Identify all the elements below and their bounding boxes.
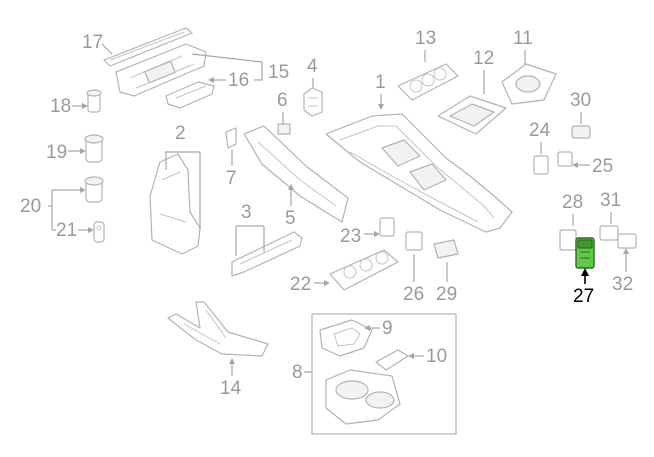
part-20-socket-assembly[interactable] (84, 176, 104, 203)
callout-32: 32 (612, 248, 633, 295)
callout-label-30: 30 (570, 90, 591, 111)
callout-1: 1 (375, 72, 386, 110)
callout-28: 28 (562, 192, 583, 226)
callout-label-16: 16 (228, 70, 249, 91)
part-26-switch[interactable] (405, 231, 423, 251)
part-2-side-panel[interactable] (149, 153, 201, 255)
part-1-center-console[interactable] (325, 113, 513, 233)
callout-11: 11 (513, 28, 533, 64)
callout-label-18: 18 (50, 96, 71, 117)
part-30-switch[interactable] (571, 125, 591, 139)
callout-label-6: 6 (277, 90, 288, 111)
callout-14: 14 (220, 358, 242, 399)
part-25-switch[interactable] (557, 151, 573, 167)
callout-13: 13 (415, 28, 436, 62)
callout-22: 22 (290, 274, 330, 295)
callout-label-8: 8 (292, 362, 303, 383)
part-17-trim-strip[interactable] (103, 27, 193, 67)
callout-label-17: 17 (82, 32, 103, 53)
callout-label-13: 13 (415, 28, 436, 49)
callout-6: 6 (277, 90, 288, 124)
callout-label-7: 7 (226, 168, 237, 189)
callout-label-23: 23 (340, 226, 361, 247)
callout-5: 5 (285, 184, 296, 229)
callout-15: 15 (191, 53, 289, 83)
callout-7: 7 (226, 150, 237, 189)
callout-label-2: 2 (175, 123, 186, 144)
callout-label-10: 10 (426, 346, 447, 367)
callout-label-5: 5 (285, 208, 296, 229)
part-22-climate-panel[interactable] (329, 249, 399, 291)
callout-label-25: 25 (592, 156, 613, 177)
callout-2: 2 (165, 123, 201, 230)
part-19-socket[interactable] (84, 134, 104, 163)
callout-24: 24 (529, 120, 551, 154)
callout-31: 31 (600, 190, 621, 224)
callout-label-22: 22 (290, 274, 311, 295)
callout-label-14: 14 (220, 378, 242, 399)
part-12-tray-insert[interactable] (437, 95, 507, 135)
callout-27: 27 (573, 268, 594, 307)
callout-label-19: 19 (46, 142, 67, 163)
part-8-cupholder-group[interactable] (311, 313, 457, 435)
callout-label-9: 9 (382, 318, 393, 339)
callout-label-32: 32 (612, 274, 633, 295)
part-21-cover[interactable] (93, 221, 105, 243)
part-11-boot-surround[interactable] (501, 63, 557, 105)
part-10-insert[interactable] (375, 349, 409, 371)
callout-20: 20 (20, 187, 86, 231)
part-7-insert[interactable] (225, 127, 237, 149)
callout-label-1: 1 (375, 72, 386, 93)
part-27-switch-highlighted[interactable] (575, 237, 595, 269)
callout-9: 9 (364, 318, 393, 339)
callout-label-29: 29 (436, 284, 457, 305)
callout-23: 23 (340, 226, 380, 247)
part-18-clip[interactable] (86, 89, 102, 113)
part-5-trim-panel[interactable] (243, 125, 349, 223)
callout-25: 25 (572, 156, 613, 177)
part-23-switch[interactable] (379, 217, 395, 237)
callout-label-20: 20 (20, 196, 41, 217)
callout-label-21: 21 (56, 220, 77, 241)
part-29-switch[interactable] (433, 239, 459, 259)
callout-label-31: 31 (600, 190, 621, 211)
callout-4: 4 (307, 56, 318, 88)
callout-19: 19 (46, 142, 86, 163)
callout-label-24: 24 (529, 120, 551, 141)
part-13-control-panel[interactable] (397, 63, 459, 101)
callout-21: 21 (56, 220, 94, 241)
callout-8: 8 (292, 362, 312, 383)
part-6-clip[interactable] (277, 123, 291, 135)
part-9-ring-insert[interactable] (319, 319, 373, 357)
callout-12: 12 (473, 48, 494, 94)
callout-label-4: 4 (307, 56, 318, 77)
callout-3: 3 (235, 202, 265, 256)
part-4-bracket[interactable] (303, 87, 323, 117)
part-31-switch[interactable] (599, 225, 619, 241)
callout-18: 18 (50, 96, 88, 117)
callout-label-11: 11 (513, 28, 533, 49)
callout-16: 16 (208, 70, 249, 91)
part-16-small-tray[interactable] (165, 81, 215, 109)
callout-30: 30 (570, 90, 591, 124)
callout-10: 10 (408, 346, 447, 367)
callout-17: 17 (82, 32, 113, 55)
callout-26: 26 (403, 254, 424, 305)
callout-label-15: 15 (268, 62, 289, 83)
callout-29: 29 (436, 262, 457, 305)
part-15-storage-tray[interactable] (115, 43, 207, 97)
callout-label-3: 3 (241, 202, 252, 223)
callout-label-27: 27 (573, 286, 594, 307)
callout-label-26: 26 (403, 284, 424, 305)
part-24-switch[interactable] (533, 155, 549, 175)
part-3-bracket-rail[interactable] (231, 231, 303, 277)
part-28-switch[interactable] (559, 229, 577, 251)
part-32-switch[interactable] (617, 233, 637, 249)
callout-label-12: 12 (473, 48, 494, 69)
callout-label-28: 28 (562, 192, 583, 213)
part-14-lever[interactable] (167, 301, 269, 357)
